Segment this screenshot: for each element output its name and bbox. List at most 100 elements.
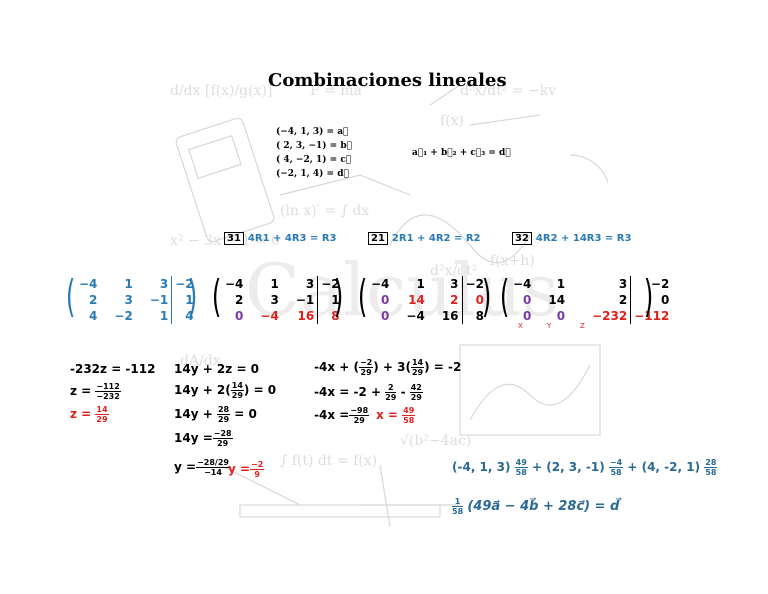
y-division-lhs: y = bbox=[174, 460, 197, 474]
fraction-numerator: 28 bbox=[704, 458, 718, 468]
y-simplified-lhs: 14y + bbox=[174, 407, 213, 421]
z-result-label: z = bbox=[70, 407, 92, 421]
m3-cell: −4 bbox=[406, 309, 425, 323]
svg-text:Calculus: Calculus bbox=[245, 248, 559, 332]
m2-cell: −2 bbox=[317, 276, 343, 292]
fraction-denominator: 58 bbox=[610, 468, 622, 477]
m4-cell: −4 bbox=[513, 277, 532, 291]
y-division: y =−28/29−14 bbox=[174, 458, 230, 477]
fraction-denominator: 58 bbox=[515, 468, 527, 477]
m4-cell: 14 bbox=[548, 293, 566, 307]
m3-cell: 0 bbox=[381, 309, 390, 323]
fraction-denominator: 29 bbox=[360, 368, 372, 377]
fraction-numerator: 1 bbox=[452, 497, 464, 507]
fraction-numerator: −2 bbox=[250, 460, 265, 470]
vector-d-coords: (−2, 1, 4) = bbox=[276, 169, 335, 179]
m4-cell: 0 bbox=[630, 292, 673, 308]
m2-cell: 0 bbox=[235, 309, 244, 323]
fraction-denominator: 29 bbox=[410, 393, 422, 402]
vector-equation: a⃗₁ + b⃗₂ + c⃗₃ = d⃗ bbox=[412, 148, 511, 158]
column-label-x: X bbox=[518, 322, 523, 330]
z-label: z = bbox=[70, 384, 92, 398]
m1-cell: 1 bbox=[171, 292, 197, 308]
m2-cell: 2 bbox=[235, 293, 244, 307]
m1-cell: 1 bbox=[124, 277, 133, 291]
fraction-denominator: 29 bbox=[231, 391, 243, 400]
m4-cell: 1 bbox=[556, 277, 566, 291]
svg-text:d/dx [f(x)/g(x)]: d/dx [f(x)/g(x)] bbox=[170, 83, 272, 99]
svg-text:dA/dx: dA/dx bbox=[180, 353, 221, 369]
x-step-part: - bbox=[400, 385, 406, 399]
vector-b-coords: ( 2, 3, −1) = bbox=[276, 141, 338, 151]
svg-text:√(b²−4ac): √(b²−4ac) bbox=[400, 433, 471, 449]
fraction-numerator: 14 bbox=[410, 358, 425, 368]
fraction-numerator: 14 bbox=[95, 405, 109, 415]
m3-cell: 14 bbox=[408, 293, 425, 307]
y-division-fraction: −28/29−14 bbox=[196, 458, 230, 477]
m1-cell: −1 bbox=[149, 293, 169, 307]
fraction-numerator: −112 bbox=[95, 382, 121, 392]
fraction-numerator: 49 bbox=[402, 406, 416, 416]
vector-c-name: c⃗ bbox=[340, 155, 352, 165]
combination-vector: + (4, -2, 1) bbox=[627, 460, 701, 474]
x-result-label: x = bbox=[376, 408, 398, 422]
m2-cell: −1 bbox=[295, 293, 315, 307]
svg-text:d²x/dt²: d²x/dt² bbox=[430, 263, 477, 279]
fraction-denominator: −232 bbox=[96, 392, 120, 401]
y-substitution-lhs: 14y + 2( bbox=[174, 383, 231, 397]
fraction-numerator: −28/29 bbox=[196, 458, 230, 468]
m2-cell: 3 bbox=[270, 293, 279, 307]
x-step-part: -4x = -2 + bbox=[314, 385, 382, 399]
m3-cell: 3 bbox=[450, 277, 459, 291]
svg-text:f(x+h): f(x+h) bbox=[490, 253, 535, 269]
operation-text-31: 4R1 + 4R3 = R3 bbox=[247, 233, 337, 244]
m2-cell: 16 bbox=[297, 309, 315, 323]
svg-text:x² − 3x − 1 = 0: x² − 3x − 1 = 0 bbox=[170, 233, 280, 249]
vector-d-name: d⃗ bbox=[337, 169, 349, 179]
fraction-denominator: 58 bbox=[403, 416, 415, 425]
svg-text:(ln x)′ = ∫ dx: (ln x)′ = ∫ dx bbox=[280, 203, 369, 219]
m3-cell: −4 bbox=[371, 277, 390, 291]
m1-cell: 4 bbox=[171, 308, 197, 324]
fraction-numerator: −4 bbox=[608, 458, 624, 468]
m1-cell: −4 bbox=[79, 277, 98, 291]
combination-vector: + (2, 3, -1) bbox=[532, 460, 605, 474]
m1-cell: 1 bbox=[159, 309, 169, 323]
column-label-z: Z bbox=[580, 322, 585, 330]
fraction-numerator: 2 bbox=[385, 383, 397, 393]
x-equation-part: ) + 3( bbox=[373, 360, 411, 374]
y-simplified-rhs: = 0 bbox=[234, 407, 257, 421]
y-substitution-rhs: ) = 0 bbox=[243, 383, 277, 397]
vector-a-coords: (−4, 1, 3) = bbox=[276, 127, 335, 137]
step-label-31: 31 bbox=[224, 232, 244, 245]
m1-cell: 4 bbox=[89, 309, 98, 323]
fraction-denominator: 29 bbox=[96, 415, 108, 424]
m4-cell: 0 bbox=[523, 309, 532, 323]
fraction-numerator: 49 bbox=[514, 458, 528, 468]
x-step-part: -4x = bbox=[314, 408, 350, 422]
fraction-numerator: 42 bbox=[409, 383, 423, 393]
m4-cell: −2 bbox=[630, 276, 673, 292]
fraction-denominator: 58 bbox=[452, 507, 464, 516]
m2-cell: 8 bbox=[317, 308, 343, 324]
y-result-label: y = bbox=[228, 462, 251, 476]
fraction-denominator: 29 bbox=[385, 393, 397, 402]
m3-cell: 0 bbox=[381, 293, 390, 307]
m4-cell: 0 bbox=[556, 309, 566, 323]
